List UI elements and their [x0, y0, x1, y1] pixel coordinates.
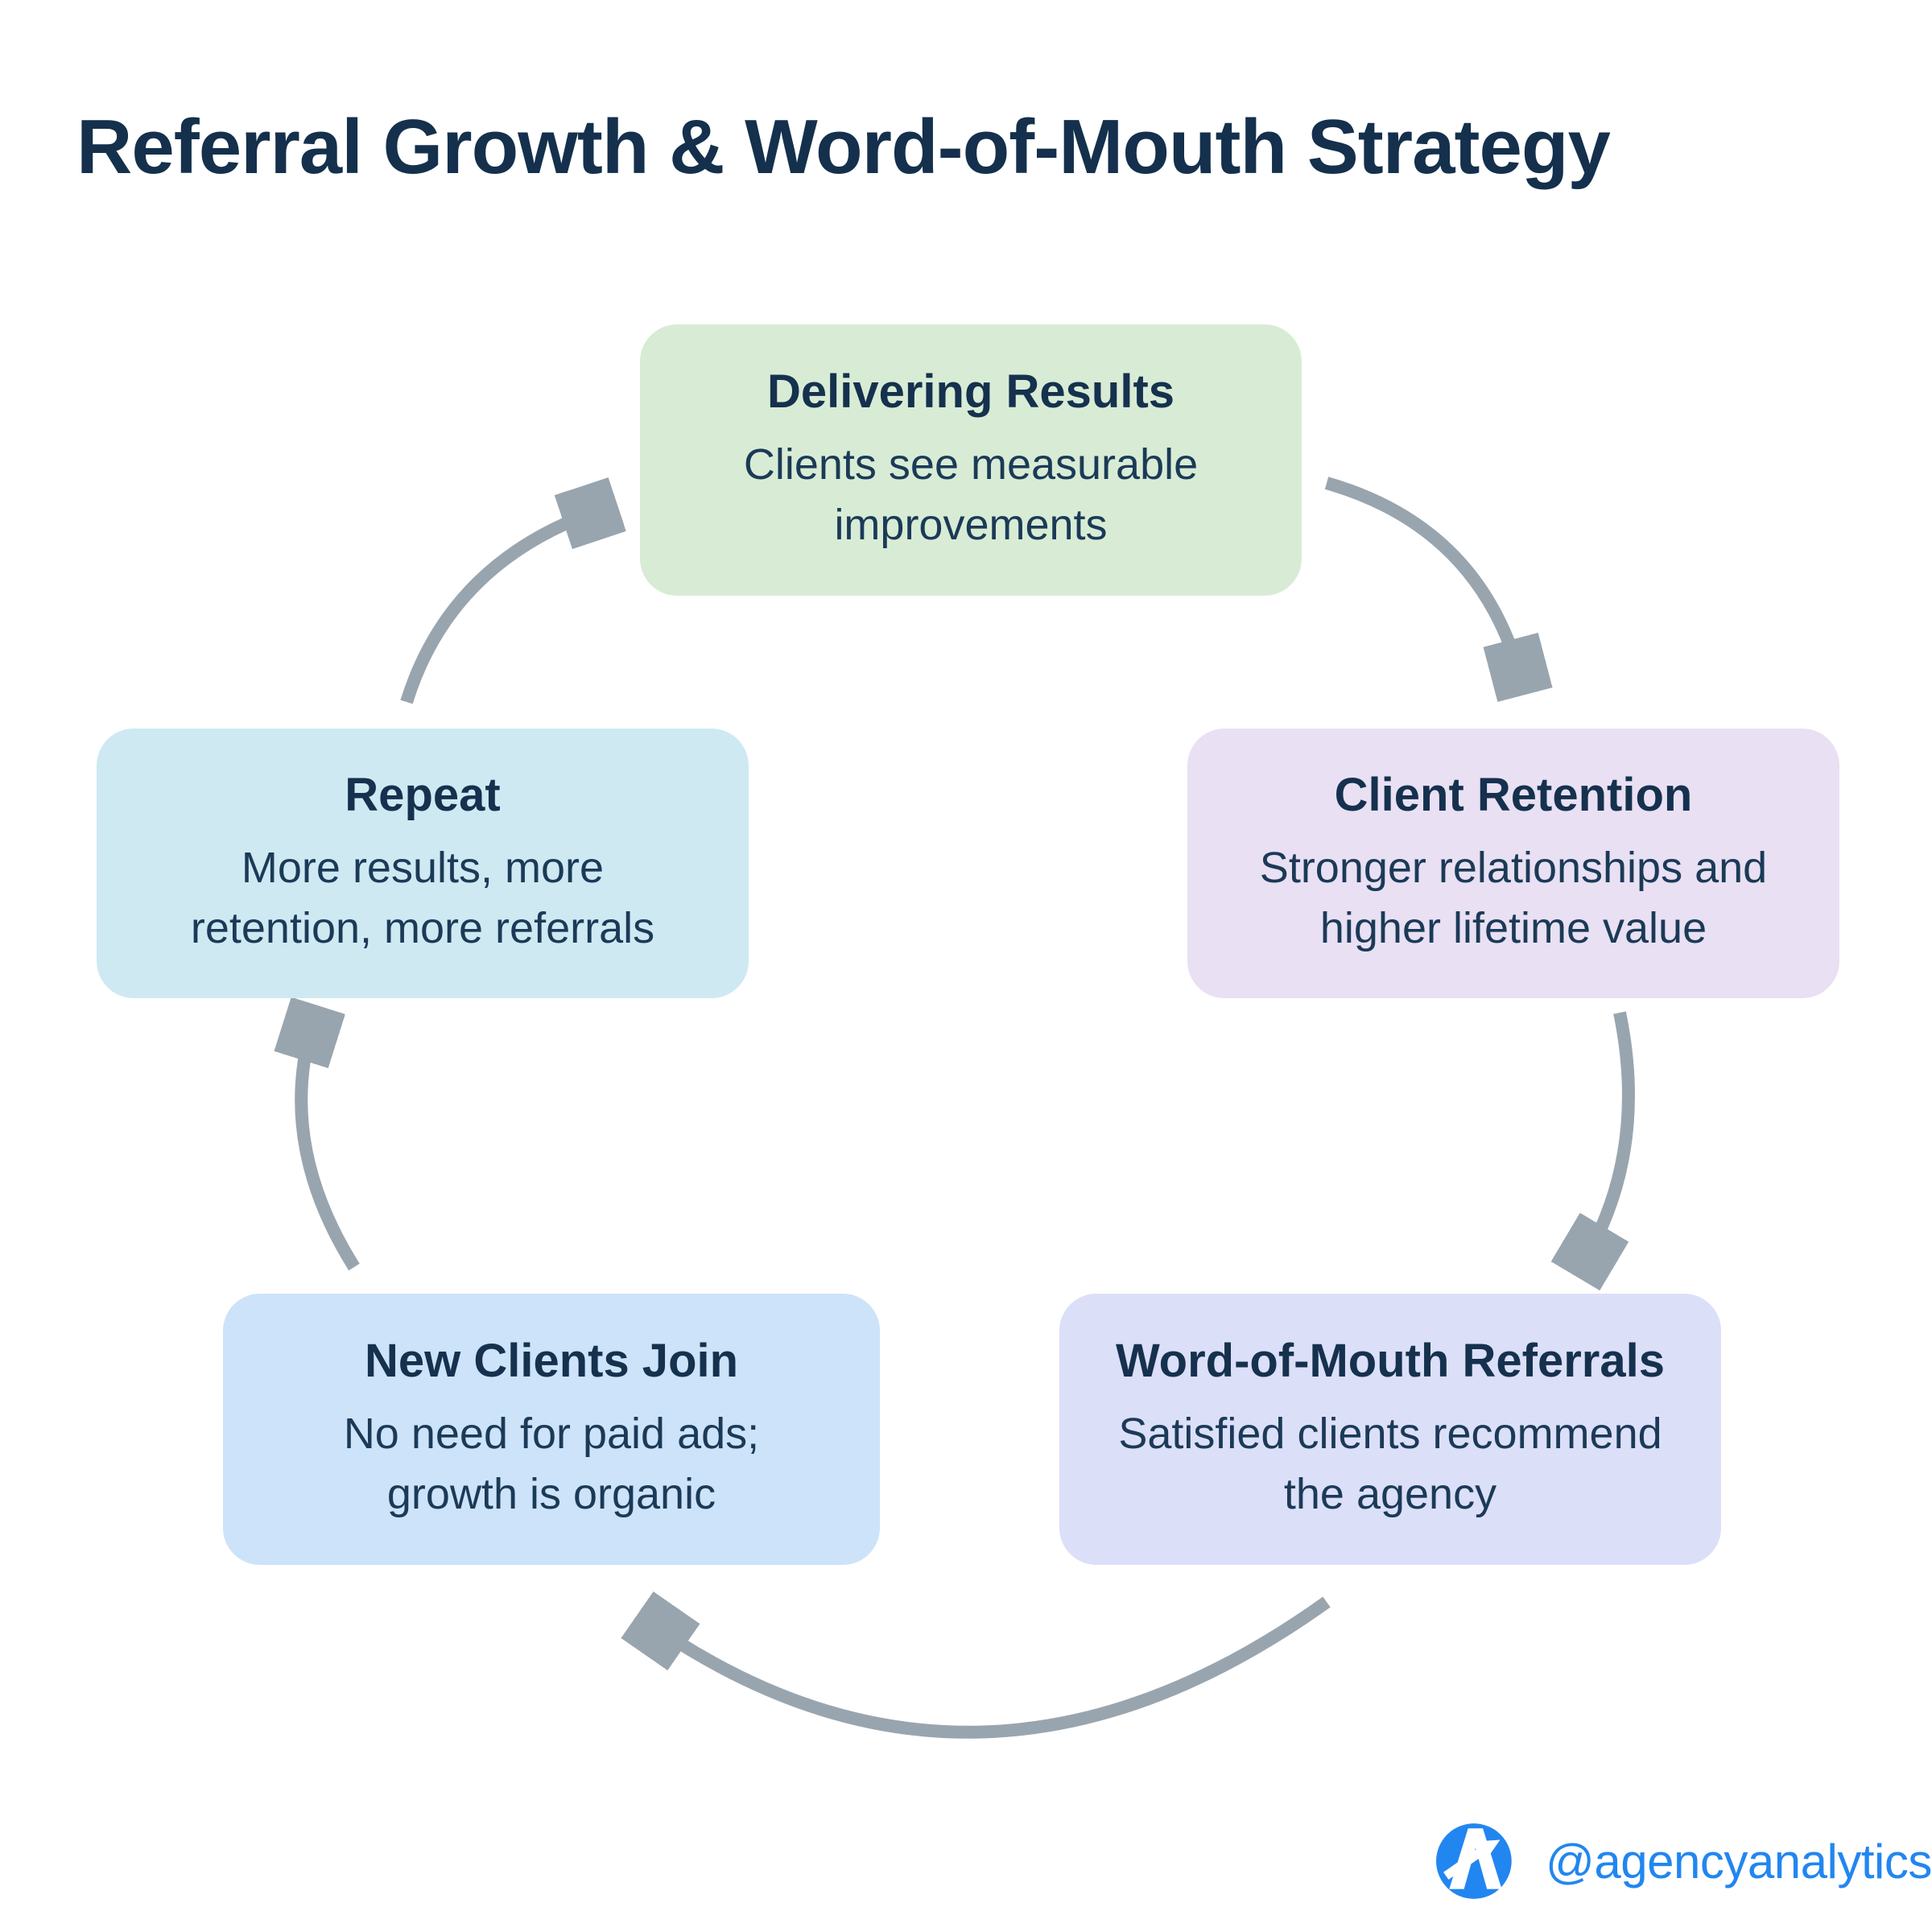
node-delivering-results: Delivering Results Clients see measurabl…: [640, 324, 1302, 596]
node-heading: Repeat: [345, 769, 501, 822]
arrow-retention-to-wordofmouth: [1583, 1011, 1635, 1264]
node-heading: Client Retention: [1334, 769, 1693, 822]
node-description: Satisfied clients recommend the agency: [1118, 1410, 1662, 1518]
node-heading: Delivering Results: [766, 365, 1175, 419]
node-description: More results, more retention, more refer…: [190, 844, 655, 952]
arrow-newclients-to-repeat: [301, 1019, 360, 1271]
arrow-wordofmouth-to-newclients: [649, 1602, 1331, 1739]
node-description: No need for paid ads; growth is organic: [343, 1410, 760, 1518]
agencyanalytics-logo-icon: [1436, 1823, 1512, 1899]
footer-branding: @agencyanalytics: [1435, 1816, 1932, 1906]
node-heading: Word-of-Mouth Referrals: [1115, 1335, 1665, 1388]
page-title: Referral Growth & Word-of-Mouth Strategy: [76, 104, 1611, 190]
node-client-retention: Client Retention Stronger relationships …: [1187, 729, 1839, 998]
node-heading: New Clients Join: [364, 1335, 739, 1388]
node-new-clients-join: New Clients Join No need for paid ads; g…: [223, 1294, 880, 1565]
social-handle: @agencyanalytics: [1546, 1834, 1932, 1889]
node-description: Stronger relationships and higher lifeti…: [1259, 844, 1768, 952]
node-description: Clients see measurable improvements: [743, 440, 1199, 549]
arrow-repeat-to-delivering: [400, 509, 604, 704]
arrow-delivering-to-retention: [1324, 477, 1521, 681]
node-word-of-mouth-referrals: Word-of-Mouth Referrals Satisfied client…: [1059, 1294, 1721, 1565]
node-repeat: Repeat More results, more retention, mor…: [97, 729, 749, 998]
